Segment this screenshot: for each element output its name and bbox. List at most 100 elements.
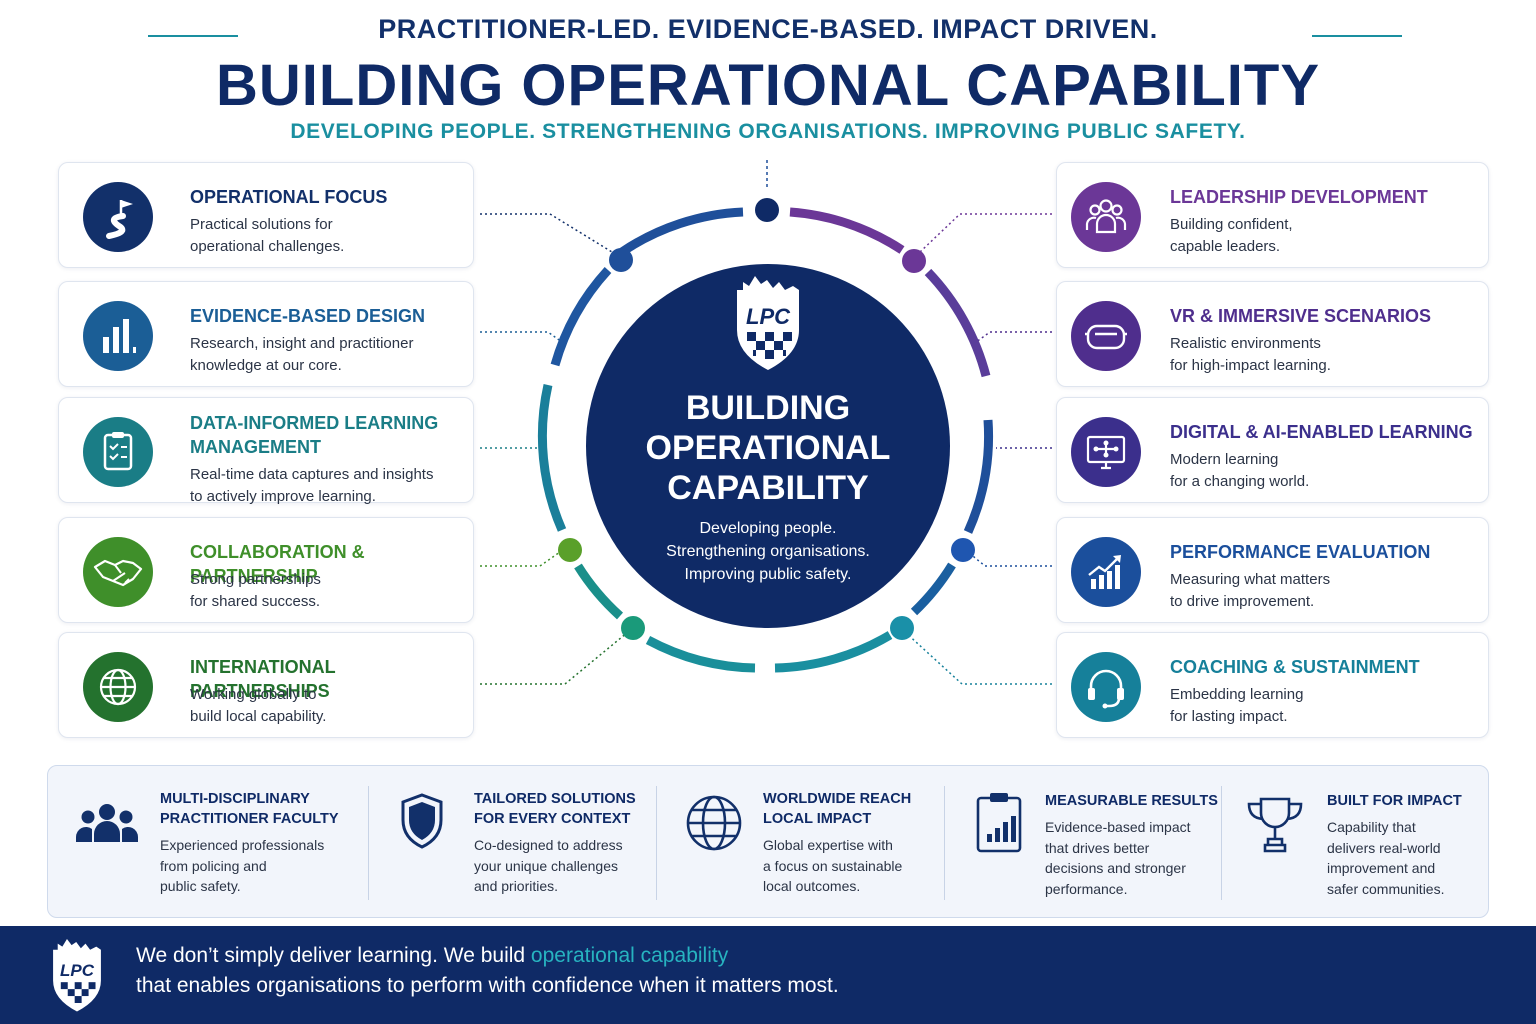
lpc-shield-logo: LPC [53,938,101,1012]
footer-accent: operational capability [530,944,729,967]
hub-line: Strengthening organisations. [666,543,870,560]
hub-center-circle [586,264,950,628]
ring-node-lower-left [558,538,582,562]
monitor-network-icon [1071,417,1141,487]
feature-title: BUILT FOR IMPACT [1327,793,1462,809]
clipboard-chart-icon [976,793,1022,853]
card-desc: Building confident,capable leaders. [1170,216,1293,255]
left-connectors [480,213,629,685]
card-collaboration-partnership: COLLABORATION & PARTNERSHIP Strong partn… [58,517,474,623]
capability-hub-diagram: LPC [480,160,1052,685]
card-international-partnerships: INTERNATIONAL PARTNERSHIPS Working globa… [58,632,474,738]
hub-logo-text: LPC [746,304,791,329]
clipboard-check-icon [83,417,153,487]
card-title: INTERNATIONAL PARTNERSHIPS [190,657,336,701]
growth-chart-icon [1071,537,1141,607]
card-title: EVIDENCE-BASED DESIGN [190,306,426,326]
header-rule-right [1312,35,1402,37]
connector-evidence-based-design [480,331,567,346]
feature-divider [1221,786,1222,900]
card-evidence-based-design: EVIDENCE-BASED DESIGN Research, insight … [58,281,474,387]
globe-icon [686,795,742,851]
lpc-shield-logo: LPC [737,276,799,370]
ring-node-upper-right [902,249,926,273]
bar-chart-icon [83,301,153,371]
hub-ring [537,207,994,673]
globe-icon [83,652,153,722]
hub-title-line: OPERATIONAL [645,429,891,467]
trophy-icon [1247,797,1303,853]
ring-arc-5 [645,636,756,673]
road-flag-icon [83,182,153,252]
feature-measurable-results: MEASURABLE RESULTS Evidence-based impact… [945,766,1221,919]
footer-line-2: that enables organisations to perform wi… [136,974,839,997]
ring-arc-8 [963,419,994,534]
feature-divider [368,786,369,900]
ring-node-lower-right [951,538,975,562]
hub-line: Developing people. [699,520,837,537]
card-vr-immersive: VR & IMMERSIVE SCENARIOS Realistic envir… [1056,281,1489,387]
ring-arc-7 [910,562,956,616]
ring-arc-3 [537,384,567,532]
hub-title: BUILDING OPERATIONAL CAPABILITY [588,388,948,508]
ring-arc-9 [924,268,991,378]
ring-node-top [755,198,779,222]
card-digital-ai-learning: DIGITAL & AI-ENABLED LEARNING Modern lea… [1056,397,1489,503]
vr-headset-icon [1071,301,1141,371]
ring-arc-2 [550,266,612,367]
page-title: BUILDING OPERATIONAL CAPABILITY [216,53,1320,118]
footer-banner: LPC We don’t simply deliver learning. We… [0,926,1536,1024]
connector-operational-focus [480,213,613,253]
hub-title-line: BUILDING [685,389,851,427]
team-icon [1071,182,1141,252]
footer-logo-text: LPC [60,961,95,980]
connector-collaboration [480,551,561,567]
ring-arc-4 [574,563,624,620]
footer-line-1: We don’t simply deliver learning. We bui… [136,944,729,967]
tagline: PRACTITIONER-LED. EVIDENCE-BASED. IMPACT… [378,14,1158,44]
connector-performance [967,551,1052,567]
feature-title: MEASURABLE RESULTS [1045,793,1218,809]
ring-node-upper-left [609,248,633,272]
card-title: LEADERSHIP DEVELOPMENT [1170,187,1428,207]
feature-divider [944,786,945,900]
ring-node-bottom-right [890,616,914,640]
ring-arc-10 [789,207,905,254]
hub-line: Improving public safety. [684,566,852,583]
connector-vr [971,331,1052,346]
card-leadership-development: LEADERSHIP DEVELOPMENT Building confiden… [1056,162,1489,268]
connector-leadership [919,213,1052,253]
card-coaching-sustainment: COACHING & SUSTAINMENT Embedding learnin… [1056,632,1489,738]
shield-icon [401,793,443,849]
card-title: VR & IMMERSIVE SCENARIOS [1170,306,1432,326]
page-subtitle: DEVELOPING PEOPLE. STRENGTHENING ORGANIS… [290,120,1246,143]
card-title: DIGITAL & AI-ENABLED LEARNING [1170,422,1473,442]
card-title: COACHING & SUSTAINMENT [1170,657,1420,677]
connector-international [480,631,629,685]
ring-arc-6 [774,631,893,673]
card-performance-evaluation: PERFORMANCE EVALUATION Measuring what ma… [1056,517,1489,623]
headset-icon [1071,652,1141,722]
handshake-icon [83,537,153,607]
